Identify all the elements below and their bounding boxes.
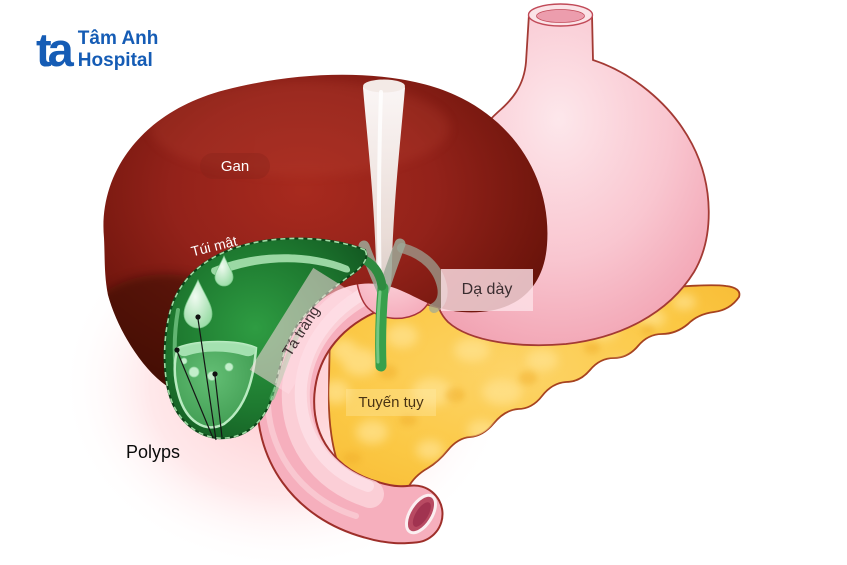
duodenum-cut-end xyxy=(404,493,438,535)
logo-name-line2: Hospital xyxy=(77,49,153,71)
polyp-drop-large xyxy=(183,279,213,329)
gallbladder-shape xyxy=(163,237,368,440)
logo-name-line1: Tâm Anh xyxy=(77,28,159,50)
common-bile-duct xyxy=(375,282,389,372)
polyps-pointer-lines xyxy=(174,314,223,441)
polyp-drop-small xyxy=(214,255,234,287)
hospital-logo: ta Tâm Anh Hospital xyxy=(36,26,158,73)
falciform-ligament xyxy=(363,79,405,302)
esophagus-opening xyxy=(527,3,594,27)
logo-monogram-icon: ta xyxy=(36,23,74,76)
gallbladder-interior xyxy=(173,340,258,429)
